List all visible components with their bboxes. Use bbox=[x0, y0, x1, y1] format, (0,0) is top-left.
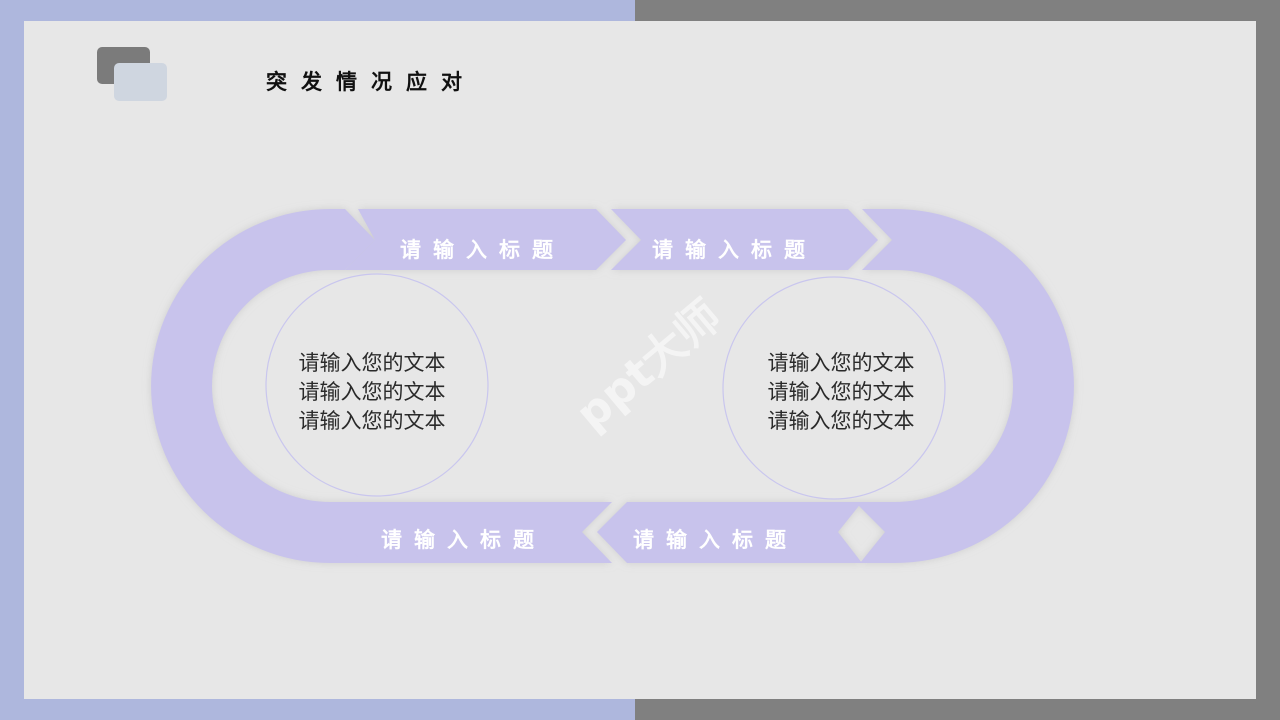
left-circle-line-3: 请输入您的文本 bbox=[298, 409, 446, 433]
right-circle bbox=[722, 276, 946, 500]
right-circle-line-2: 请输入您的文本 bbox=[767, 380, 915, 404]
right-circle-line-3: 请输入您的文本 bbox=[767, 409, 915, 433]
page-title: 突发情况应对 bbox=[266, 69, 476, 94]
left-circle-line-1: 请输入您的文本 bbox=[298, 351, 446, 375]
left-arc-segment bbox=[151, 209, 375, 563]
right-circle-text: 请输入您的文本 请输入您的文本 请输入您的文本 bbox=[746, 349, 936, 436]
bottom-arrow-2 bbox=[597, 502, 862, 563]
left-circle bbox=[265, 273, 489, 497]
top-arrow-1 bbox=[345, 209, 626, 270]
left-circle-line-2: 请输入您的文本 bbox=[298, 380, 446, 404]
top-arrow-2 bbox=[611, 209, 878, 270]
segment-label-top-1: 请输入标题 bbox=[400, 237, 565, 262]
left-circle-text: 请输入您的文本 请输入您的文本 请输入您的文本 bbox=[277, 349, 467, 436]
right-circle-line-1: 请输入您的文本 bbox=[767, 351, 915, 375]
segment-label-top-2: 请输入标题 bbox=[652, 237, 817, 262]
right-arc-segment bbox=[855, 209, 1074, 563]
segment-label-bottom-2: 请输入标题 bbox=[633, 527, 798, 552]
bottom-arrow-1 bbox=[334, 502, 612, 563]
logo-block-light bbox=[114, 63, 167, 101]
segment-label-bottom-1: 请输入标题 bbox=[381, 527, 546, 552]
